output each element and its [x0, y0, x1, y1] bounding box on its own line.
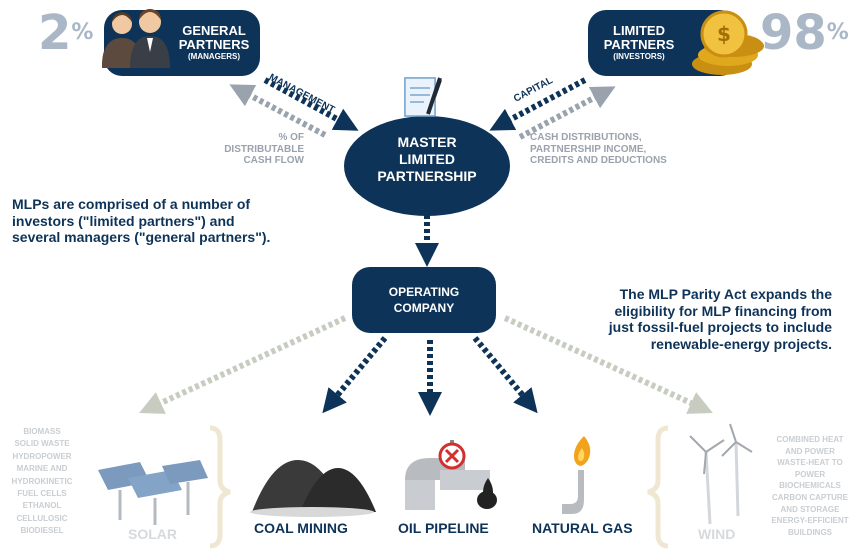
left-list-item: SOLID WASTE — [14, 439, 70, 449]
operating-line1: OPERATING — [388, 285, 460, 299]
mlp-ellipse: MASTER LIMITED PARTNERSHIP — [344, 116, 510, 216]
solar-label: SOLAR — [128, 526, 177, 542]
general-partners-box: GENERAL PARTNERS (MANAGERS) — [104, 10, 260, 76]
left-list-item: ETHANOL — [22, 501, 62, 511]
limited-partners-box: LIMITED PARTNERS (INVESTORS) — [588, 10, 738, 76]
arrow-to-solar — [139, 315, 347, 414]
oil-pipeline-icon — [405, 440, 497, 510]
gp-title-line1: GENERAL — [182, 23, 246, 38]
arrow-to-coal — [322, 336, 388, 414]
cash-flow-line2: DISTRIBUTABLE — [224, 143, 304, 155]
capital-arrow — [489, 77, 587, 131]
cash-flow-line3: CASH FLOW — [243, 155, 304, 166]
lp-title-line2: PARTNERS — [603, 36, 675, 52]
desc-right-line1: The MLP Parity Act expands the — [619, 286, 832, 302]
distributions-arrow — [518, 86, 616, 140]
parity-act-description: The MLP Parity Act expands the eligibili… — [560, 286, 832, 352]
gp-title-line2: PARTNERS — [178, 36, 250, 52]
left-list-item: MARINE AND — [16, 464, 68, 474]
lp-subtitle: (INVESTORS) — [613, 52, 665, 62]
distributions-line3: CREDITS AND DEDUCTIONS — [530, 155, 667, 166]
desc-left-line2: investors ("limited partners") and — [12, 212, 235, 229]
right-renewables-list: COMBINED HEAT AND POWER WASTE-HEAT TO PO… — [762, 434, 858, 538]
gp-subtitle: (MANAGERS) — [188, 52, 240, 62]
distributions-line1: CASH DISTRIBUTIONS, — [530, 132, 642, 143]
cash-flow-line1: % OF — [278, 132, 304, 143]
gp-percent-sign: % — [71, 20, 94, 45]
mlp-description: MLPs are comprised of a number of invest… — [12, 196, 332, 246]
left-list-item: BIODIESEL — [20, 526, 64, 536]
desc-right-line3: just fossil-fuel projects to include — [608, 319, 832, 336]
operating-line2: COMPANY — [393, 301, 455, 315]
arrow-to-gas — [472, 336, 538, 414]
lp-title-line1: LIMITED — [613, 23, 665, 38]
right-list-item: COMBINED HEAT — [776, 435, 844, 444]
wind-turbines-icon — [689, 423, 753, 525]
solar-panels-icon — [98, 460, 208, 525]
right-list-item: BUILDINGS — [788, 527, 832, 537]
left-list-item: HYDROPOWER — [12, 451, 72, 461]
lp-percent-value: 98 — [760, 5, 827, 61]
limited-partners-percent: 98% — [760, 8, 849, 58]
desc-left-line3: several managers ("general partners"). — [12, 229, 271, 246]
left-brace-icon — [209, 425, 231, 549]
lp-percent-sign: % — [826, 20, 849, 45]
right-list-item: BIOCHEMICALS — [779, 481, 841, 491]
management-arrow — [263, 77, 359, 131]
gas-flame-icon — [562, 436, 591, 514]
right-list-item: POWER — [794, 469, 826, 479]
mlp-line1: MASTER — [397, 134, 457, 150]
distributions-label: CASH DISTRIBUTIONS, PARTNERSHIP INCOME, … — [530, 132, 700, 167]
right-brace-icon — [647, 425, 669, 549]
right-list-item: AND POWER — [785, 446, 835, 456]
gp-percent-value: 2 — [38, 5, 72, 61]
right-list-item: ENERGY-EFFICIENT — [771, 516, 849, 526]
contract-document-icon — [404, 77, 442, 117]
mlp-line3: PARTNERSHIP — [377, 168, 477, 184]
gas-label: NATURAL GAS — [532, 520, 633, 536]
cash-flow-label: % OF DISTRIBUTABLE CASH FLOW — [220, 132, 304, 167]
desc-right-line2: eligibility for MLP financing from — [614, 302, 832, 319]
distributions-line2: PARTNERSHIP INCOME, — [530, 143, 647, 155]
desc-left-line1: MLPs are comprised of a number of — [12, 196, 251, 212]
right-list-item: AND STORAGE — [780, 504, 840, 514]
mlp-line2: LIMITED — [399, 151, 455, 167]
cash-flow-arrow — [229, 84, 327, 138]
coal-pile-icon — [250, 460, 376, 517]
left-list-item: HYDROKINETIC — [11, 476, 73, 486]
coal-label: COAL MINING — [254, 520, 348, 536]
right-list-item: WASTE-HEAT TO — [777, 458, 843, 468]
general-partners-percent: 2% — [38, 8, 93, 58]
left-list-item: FUEL CELLS — [17, 488, 67, 498]
oil-label: OIL PIPELINE — [398, 520, 489, 536]
left-renewables-list: BIOMASS SOLID WASTE HYDROPOWER MARINE AN… — [4, 426, 80, 538]
desc-right-line4: renewable-energy projects. — [650, 335, 832, 352]
arrow-to-wind — [503, 315, 713, 414]
right-list-item: CARBON CAPTURE — [772, 492, 848, 502]
wind-label: WIND — [698, 526, 736, 542]
operating-company-box: OPERATING COMPANY — [352, 267, 496, 333]
left-list-item: BIOMASS — [23, 427, 61, 436]
left-list-item: CELLULOSIC — [16, 513, 68, 523]
